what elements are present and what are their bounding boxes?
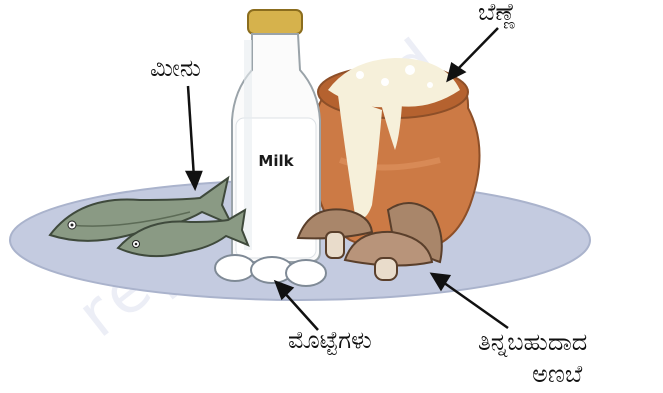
eggs [215,255,326,286]
label-butter: ಬೆಣ್ಣೆ [478,0,516,24]
label-mushroom-line2: ಅಣಬೆ [532,362,582,386]
label-eggs: ಮೊಟ್ಟೆಗಳು [288,328,372,352]
label-mushroom-line1: ತಿನ್ನಬಹುದಾದ [478,330,587,354]
bottle-label: Milk [258,152,294,170]
label-fish: ಮೀನು [150,56,201,80]
